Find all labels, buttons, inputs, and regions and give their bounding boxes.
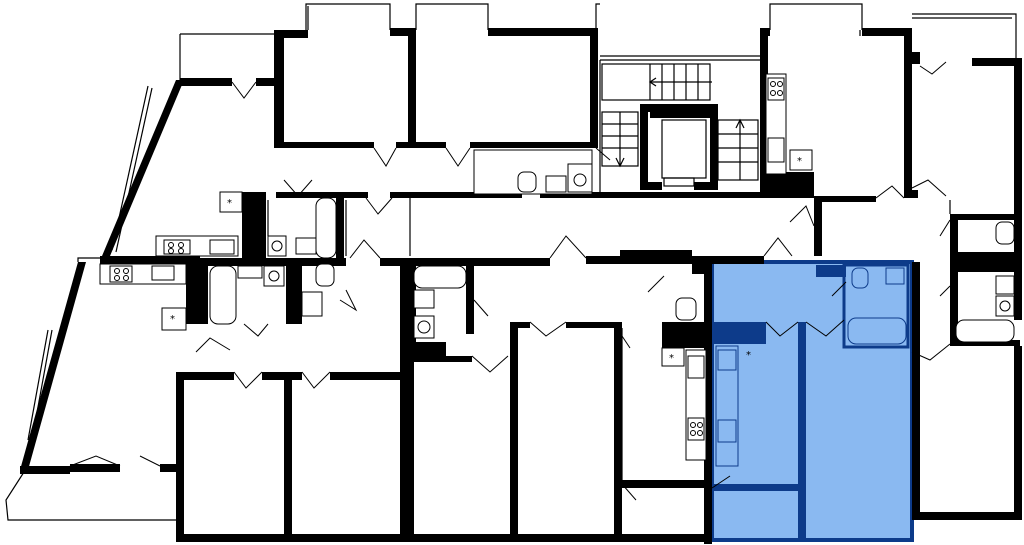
apartment-vent-icon: *: [746, 350, 751, 361]
kitchens: * * * *: [99, 73, 813, 461]
apartment-inner-wall: [798, 322, 806, 540]
apartment-partition: [712, 484, 798, 491]
balconies: [5, 3, 1017, 541]
highlighted-apartment[interactable]: *: [710, 260, 914, 542]
svg-text:*: *: [797, 156, 802, 167]
apartment-stove-icon: [717, 419, 737, 443]
apartment-shaft: [712, 322, 766, 344]
apartment-toilet-icon: [851, 267, 869, 289]
apartment-sink-icon: [717, 349, 737, 371]
doors: [69, 61, 951, 501]
svg-text:*: *: [669, 353, 674, 364]
apartment-kitchen-counter: [715, 345, 739, 467]
apartment-shaft-top: [816, 265, 846, 277]
apartment-bathroom-zone: [842, 263, 910, 349]
apartment-washbasin-icon: [885, 267, 905, 285]
bathrooms: [209, 149, 1015, 343]
staircase: [601, 63, 759, 187]
svg-text:*: *: [170, 314, 175, 325]
interior-lines: [267, 30, 951, 480]
apartment-bathtub-icon: [847, 317, 907, 345]
svg-text:*: *: [227, 198, 232, 209]
